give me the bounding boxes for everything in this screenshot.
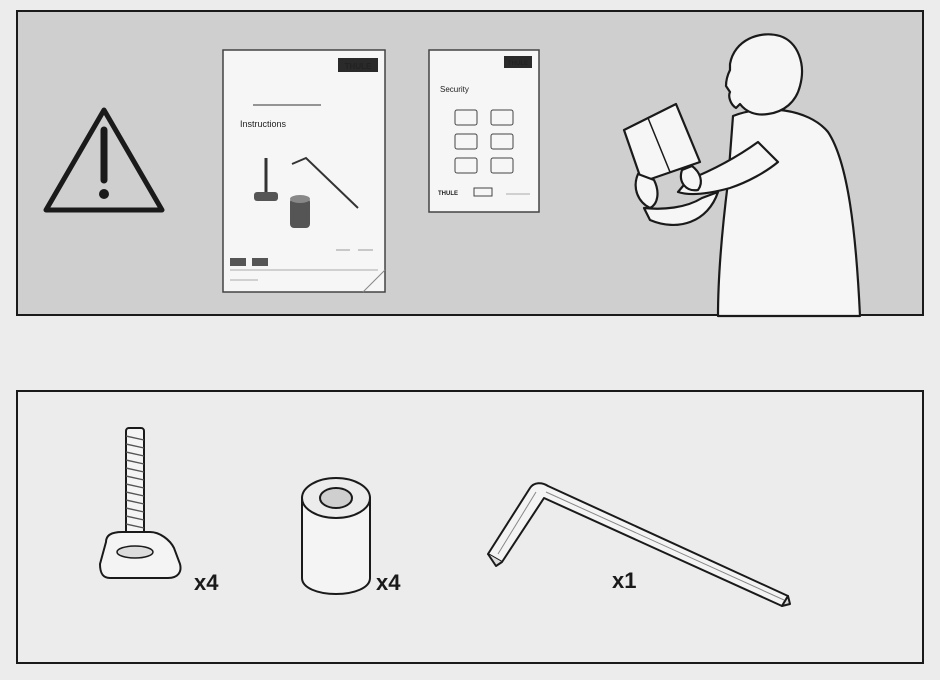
person-reading-figure [622, 33, 862, 318]
hex-key-quantity: x1 [612, 568, 637, 593]
read-instructions-illustration: THULE Instructions [43, 33, 862, 318]
manual-logo-box [338, 58, 378, 72]
warning-triangle-icon [43, 107, 165, 213]
manual-logo: THULE [345, 62, 372, 71]
spacer-quantity: x4 [376, 570, 401, 595]
security-sheet: THULE Security THULE [428, 49, 540, 213]
parts-illustration [98, 427, 791, 607]
hex-key-part [487, 482, 791, 607]
spacer-part [301, 477, 371, 596]
parts-list-panel: x4 x4 x1 [16, 390, 924, 664]
manual-heading: Instructions [240, 119, 287, 129]
read-instructions-panel: THULE Instructions [16, 10, 924, 318]
security-heading: Security [440, 85, 469, 94]
t-bolt-quantity: x4 [194, 570, 219, 595]
security-footer-logo: THULE [438, 191, 458, 197]
security-logo: THULE [508, 61, 528, 67]
t-bolt-part [98, 427, 182, 579]
instructions-manual: THULE Instructions [222, 49, 386, 293]
